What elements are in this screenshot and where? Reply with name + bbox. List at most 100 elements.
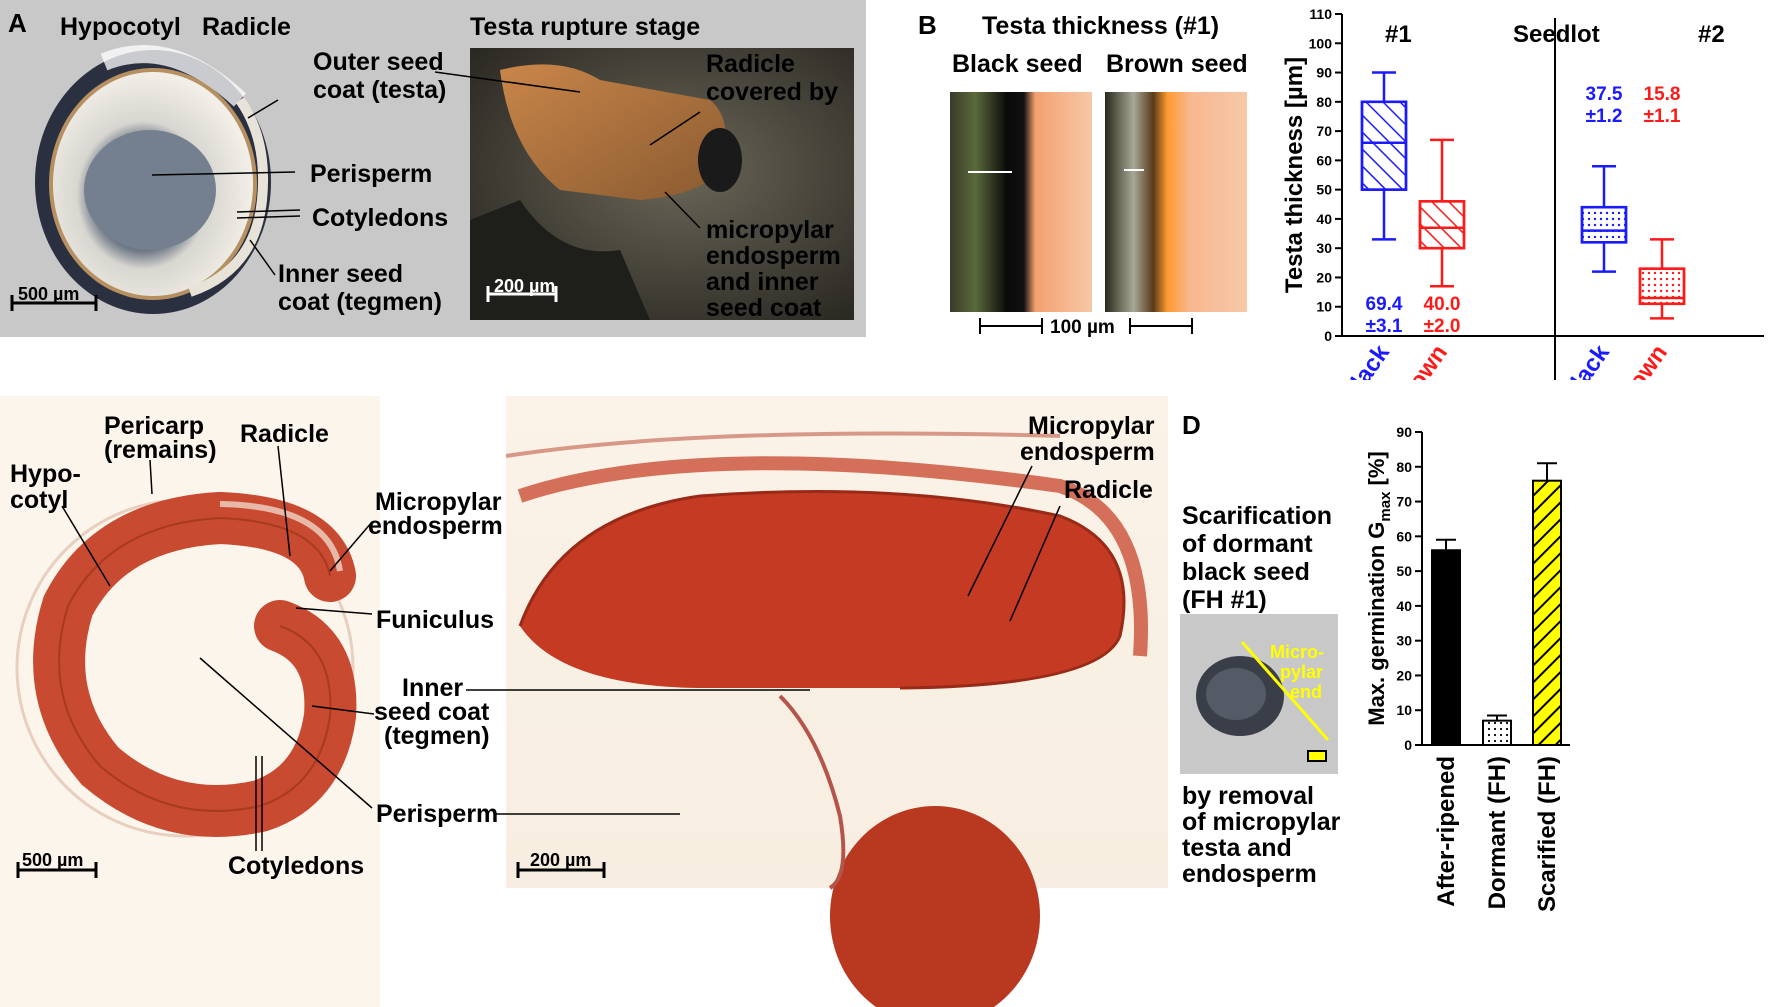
label-pericarp: Pericarp bbox=[104, 412, 205, 440]
y-tick-label: 90 bbox=[1396, 424, 1412, 440]
y-tick-label: 70 bbox=[1316, 123, 1332, 139]
panel-b: B Testa thickness (#1) Black seed Brown … bbox=[880, 0, 1772, 380]
label-micropylar-r-2: endosperm bbox=[1020, 438, 1155, 466]
mean-error-label: ±2.0 bbox=[1424, 316, 1461, 337]
seedlot-label: Seedlot bbox=[1513, 21, 1600, 48]
label-outer-coat-2: coat (testa) bbox=[313, 76, 447, 104]
label-pericarp-2: (remains) bbox=[104, 436, 217, 464]
x-category-label: Black bbox=[1336, 339, 1395, 380]
perisperm-area bbox=[84, 130, 216, 250]
panel-c: C bbox=[0, 396, 1168, 1007]
testa-micrographs bbox=[950, 92, 1247, 334]
testa-title: Testa thickness (#1) bbox=[982, 12, 1220, 40]
box-fill bbox=[1360, 100, 1408, 191]
label-radicle-c: Radicle bbox=[240, 420, 329, 448]
label-cotyledons-c: Cotyledons bbox=[228, 852, 365, 880]
mean-error-label: ±1.1 bbox=[1644, 106, 1681, 127]
scarification-bottom-4: endosperm bbox=[1182, 860, 1317, 888]
label-perisperm-c: Perisperm bbox=[376, 800, 499, 828]
y-axis-label: Testa thickness [µm] bbox=[1281, 57, 1308, 293]
label-micropylar-2: endosperm bbox=[706, 242, 841, 270]
mean-error-label: ±3.1 bbox=[1366, 316, 1403, 337]
scarification-bottom-3: testa and bbox=[1182, 834, 1292, 862]
mean-error-label: ±1.2 bbox=[1586, 106, 1623, 127]
label-hypocotyl-c: Hypo- bbox=[10, 460, 81, 488]
label-inner-seed-coat: Inner bbox=[402, 674, 464, 702]
scarification-text-2: of dormant bbox=[1182, 530, 1313, 558]
bar bbox=[1532, 479, 1562, 746]
y-tick-label: 90 bbox=[1316, 65, 1332, 81]
brown-seed-label: Brown seed bbox=[1106, 50, 1248, 78]
panel-d: D Scarification of dormant black seed (F… bbox=[1170, 396, 1772, 1007]
scale-label-a-right: 200 µm bbox=[494, 276, 556, 296]
micropylar-end-label: Micro- bbox=[1270, 642, 1324, 662]
y-tick-label: 60 bbox=[1316, 152, 1332, 168]
scarification-text-1: Scarification bbox=[1182, 502, 1333, 530]
seed-sections-micrograph bbox=[0, 396, 1168, 1007]
x-category-label: Scarified (FH) bbox=[1534, 756, 1561, 912]
label-rupture-title: Testa rupture stage bbox=[470, 13, 701, 41]
label-outer-coat: Outer seed bbox=[313, 48, 444, 76]
y-tick-label: 50 bbox=[1396, 563, 1412, 579]
scarification-bottom-1: by removal bbox=[1182, 782, 1315, 810]
y-tick-label: 30 bbox=[1396, 633, 1412, 649]
group-label: #1 bbox=[1385, 21, 1412, 48]
box-fill bbox=[1580, 205, 1628, 244]
box-fill bbox=[1418, 200, 1466, 250]
mean-label: 69.4 bbox=[1366, 294, 1403, 315]
scale-label-a-left: 500 µm bbox=[18, 284, 80, 304]
mean-label: 40.0 bbox=[1424, 294, 1461, 315]
panel-letter-b: B bbox=[918, 10, 937, 40]
mean-label: 37.5 bbox=[1586, 84, 1623, 105]
y-tick-label: 20 bbox=[1316, 269, 1332, 285]
label-funiculus: Funiculus bbox=[376, 606, 495, 634]
x-category-label: Brown bbox=[1388, 340, 1453, 380]
black-seed-label: Black seed bbox=[952, 50, 1083, 78]
label-radicle-covered: Radicle bbox=[706, 50, 795, 78]
y-tick-label: 10 bbox=[1396, 702, 1412, 718]
label-inner-coat: Inner seed bbox=[278, 260, 404, 288]
x-category-label: After-ripened bbox=[1433, 756, 1460, 907]
label-micropylar: micropylar bbox=[706, 216, 834, 244]
scarification-text-4: (FH #1) bbox=[1182, 586, 1267, 614]
group-label: #2 bbox=[1698, 21, 1725, 48]
label-radicle: Radicle bbox=[202, 13, 291, 41]
label-radicle-r: Radicle bbox=[1064, 476, 1153, 504]
x-category-label: Brown bbox=[1608, 340, 1673, 380]
panel-letter-d: D bbox=[1182, 410, 1201, 440]
label-inner-coat-2: coat (tegmen) bbox=[278, 288, 442, 316]
label-micropylar-c: Micropylar bbox=[375, 488, 502, 516]
y-tick-label: 80 bbox=[1396, 459, 1412, 475]
black-seed-micrograph bbox=[950, 92, 1092, 312]
scale-label-c-right: 200 µm bbox=[530, 850, 592, 870]
label-micropylar-r: Micropylar bbox=[1028, 412, 1155, 440]
micropylar-end-label-2: pylar bbox=[1280, 662, 1324, 682]
scale-label-c-left: 500 µm bbox=[22, 850, 84, 870]
label-perisperm: Perisperm bbox=[310, 160, 433, 188]
brown-seed-micrograph bbox=[1105, 92, 1247, 312]
bar bbox=[1431, 549, 1461, 746]
micropylar-end-label-3: end bbox=[1290, 682, 1323, 702]
bar bbox=[1482, 719, 1512, 746]
scarification-text-3: black seed bbox=[1182, 558, 1310, 586]
label-micropylar-3: and inner bbox=[706, 268, 819, 296]
y-tick-label: 10 bbox=[1316, 299, 1332, 315]
y-axis-label: Max. germination Gmax [%] bbox=[1364, 451, 1394, 726]
x-category-label: Dormant (FH) bbox=[1484, 756, 1511, 909]
testa-scale-label: 100 µm bbox=[1050, 317, 1115, 338]
scarified-seed-inset bbox=[1180, 614, 1338, 774]
label-cotyledons: Cotyledons bbox=[312, 204, 449, 232]
scarification-bottom-2: of micropylar bbox=[1182, 808, 1341, 836]
y-tick-label: 100 bbox=[1309, 35, 1333, 51]
y-tick-label: 40 bbox=[1316, 211, 1332, 227]
y-tick-label: 110 bbox=[1309, 6, 1332, 22]
label-inner-seed-coat-3: (tegmen) bbox=[384, 722, 490, 750]
y-tick-label: 60 bbox=[1396, 528, 1412, 544]
panel-a: A bbox=[0, 0, 866, 337]
y-tick-label: 50 bbox=[1316, 182, 1332, 198]
y-tick-label: 30 bbox=[1316, 240, 1332, 256]
x-category-label: Black bbox=[1556, 339, 1615, 380]
y-tick-label: 40 bbox=[1396, 598, 1412, 614]
